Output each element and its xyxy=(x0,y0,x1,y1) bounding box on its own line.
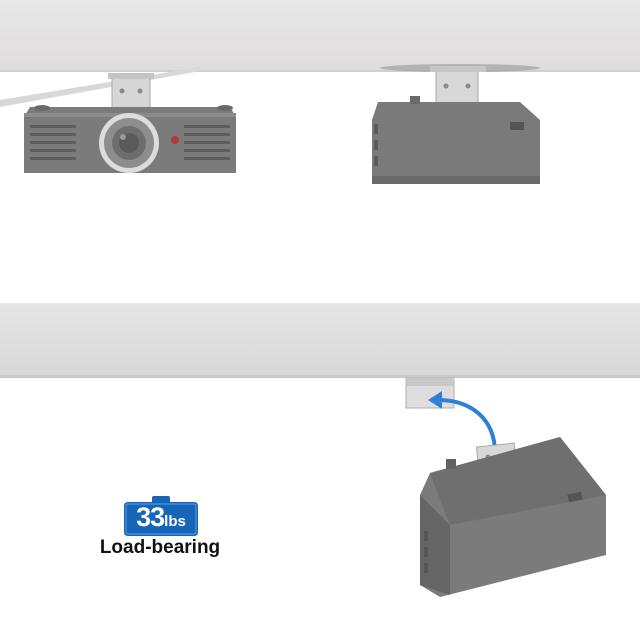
projector-body xyxy=(420,437,606,597)
load-bearing-caption: Load-bearing xyxy=(99,537,221,558)
ceiling-panel-bottom xyxy=(0,303,640,378)
ceiling-edge xyxy=(0,67,200,107)
projector-side-view xyxy=(372,64,540,184)
ceiling-plate xyxy=(405,377,455,409)
projector-body xyxy=(372,96,540,184)
weight-rating: 33lbs xyxy=(124,500,198,534)
projector-lens xyxy=(99,113,159,173)
projector-attach-view xyxy=(420,437,606,597)
ceiling-panel-top xyxy=(0,0,640,72)
mount-bracket xyxy=(430,66,486,105)
weight-value: 33 xyxy=(136,502,165,532)
weight-badge-shape xyxy=(124,496,198,536)
projector-front-view xyxy=(0,67,236,173)
weight-unit: lbs xyxy=(164,513,186,530)
attach-arrow-icon xyxy=(428,391,497,455)
